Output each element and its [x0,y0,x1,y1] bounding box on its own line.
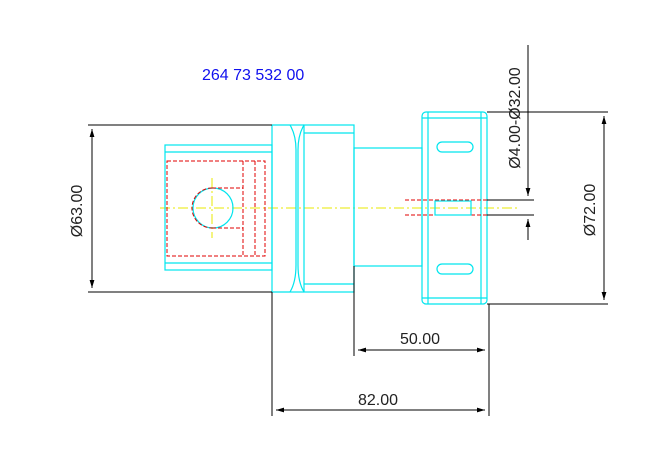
part-number: 264 73 532 00 [202,67,304,84]
dimension-shank-diameter: Ø63.00 [69,124,272,293]
dimension-label-collet-range: Ø4.00-Ø32.00 [507,67,524,169]
collet-bore-hidden-lines [405,199,487,216]
dimension-label-nut-diameter: Ø72.00 [582,184,599,237]
shank-hidden-lines [166,160,266,257]
dimension-collet-range: Ø4.00-Ø32.00 [487,45,534,240]
dimension-length-short: 50.00 [353,266,490,356]
dimension-nut-diameter: Ø72.00 [487,111,608,305]
dimension-label-shank-diameter: Ø63.00 [69,185,86,238]
dimension-label-length-short: 50.00 [400,331,440,348]
dimension-label-length-total: 82.00 [358,392,398,409]
dimension-length-total: 82.00 [271,292,490,416]
neck-outline [353,147,423,267]
collet-nut-outline [421,111,488,305]
